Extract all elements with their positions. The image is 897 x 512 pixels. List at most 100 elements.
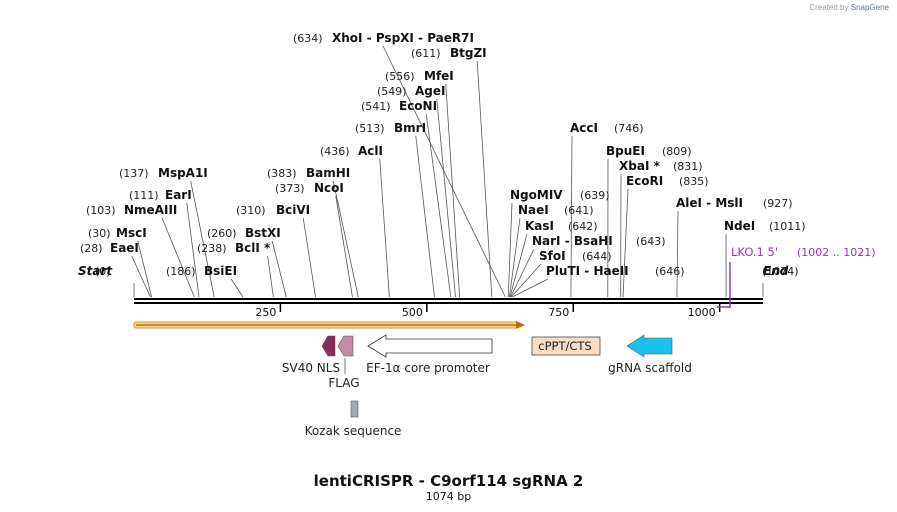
site-position-xbai: (831) — [673, 160, 703, 173]
site-position-bpuei: (809) — [662, 145, 692, 158]
primer-lko1-label: LKO.1 5' — [731, 245, 778, 259]
site-line-acli — [379, 158, 390, 298]
site-leader-lines — [131, 45, 764, 298]
site-position-bstxi: (260) — [207, 227, 237, 240]
site-labels: (0)Start(1074)End(28)EaeI(30)MscI(103)Nm… — [78, 31, 806, 278]
map-title: lentiCRISPR - C9orf114 sgRNA 2 — [313, 472, 584, 490]
site-position-bamhi: (383) — [267, 167, 297, 180]
site-name-xbai[interactable]: XbaI * — [619, 159, 661, 173]
ruler-label-750: 750 — [548, 306, 569, 319]
site-position-msci: (30) — [88, 227, 111, 240]
site-name-xhoi-pspxi-paer7i[interactable]: XhoI - PspXI - PaeR7I — [332, 31, 474, 45]
site-line-ncoi — [335, 195, 353, 298]
site-name-end[interactable]: End — [763, 264, 789, 278]
site-position-bcli: (238) — [197, 242, 227, 255]
site-name-btgzi[interactable]: BtgZI — [450, 46, 487, 60]
site-position-kasi: (642) — [568, 220, 598, 233]
site-line-eari — [186, 202, 200, 298]
site-line-bstxi — [271, 240, 287, 298]
site-name-ecori[interactable]: EcoRI — [626, 174, 663, 188]
site-line-ngomiv — [507, 202, 513, 298]
site-name-bmri[interactable]: BmrI — [394, 121, 426, 135]
site-line-agei — [436, 98, 456, 298]
orf-bar[interactable] — [133, 321, 525, 329]
site-name-bstxi[interactable]: BstXI — [245, 226, 281, 240]
cppt-cts-feature[interactable] — [531, 336, 601, 356]
site-line-bcli — [267, 255, 274, 298]
ruler-label-500: 500 — [402, 306, 423, 319]
site-name-econi[interactable]: EcoNI — [399, 99, 437, 113]
ruler-label-1000: 1000 — [688, 306, 716, 319]
site-position-ecori: (835) — [679, 175, 709, 188]
grna-scaffold-label: gRNA scaffold — [608, 361, 692, 375]
site-position-eari: (111) — [129, 189, 159, 202]
site-name-nari-bsahi[interactable]: NarI - BsaHI — [532, 234, 613, 248]
site-name-bamhi[interactable]: BamHI — [306, 166, 350, 180]
site-name-ncoi[interactable]: NcoI — [314, 181, 344, 195]
site-line-xhoi-pspxi-paer7i — [382, 45, 506, 298]
primer-lko1-range: (1002 .. 1021) — [797, 246, 876, 259]
flag-feature[interactable] — [337, 335, 354, 357]
site-position-start: (0) — [95, 265, 111, 278]
site-name-msci[interactable]: MscI — [116, 226, 147, 240]
site-name-bcli[interactable]: BclI * — [235, 241, 271, 255]
site-position-ngomiv: (639) — [580, 189, 610, 202]
site-position-mspa1i: (137) — [119, 167, 149, 180]
grna-scaffold-feature[interactable] — [626, 334, 673, 358]
site-line-acci — [570, 135, 573, 298]
primer-lko1[interactable]: LKO.1 5' (1002 .. 1021) — [717, 245, 876, 308]
site-position-sfoi: (644) — [582, 250, 612, 263]
site-position-agei: (549) — [377, 85, 407, 98]
site-position-mfei: (556) — [385, 70, 415, 83]
site-line-sfoi — [510, 263, 542, 298]
orf-bar-arrowhead — [516, 321, 525, 329]
site-line-bamhi — [332, 180, 359, 298]
site-name-bpuei[interactable]: BpuEI — [606, 144, 645, 158]
site-position-alei-msli: (927) — [763, 197, 793, 210]
site-name-agei[interactable]: AgeI — [415, 84, 445, 98]
site-name-start[interactable]: Start — [78, 264, 113, 278]
site-name-ngomiv[interactable]: NgoMIV — [510, 188, 563, 202]
site-name-naei[interactable]: NaeI — [518, 203, 549, 217]
site-name-eaei[interactable]: EaeI — [110, 241, 139, 255]
site-name-acci[interactable]: AccI — [570, 121, 598, 135]
sequence-length: 1074 bp — [425, 490, 472, 503]
site-line-nmeaiii — [161, 217, 195, 298]
site-name-bsiei[interactable]: BsiEI — [204, 264, 237, 278]
site-position-bsiei: (186) — [166, 265, 196, 278]
site-position-econi: (541) — [361, 100, 391, 113]
site-name-mspa1i[interactable]: MspA1I — [158, 166, 208, 180]
plasmid-linear-map: (0)Start(1074)End(28)EaeI(30)MscI(103)Nm… — [78, 31, 876, 438]
sv40-nls-feature[interactable] — [321, 335, 336, 357]
site-line-bcivi — [302, 217, 316, 298]
site-line-ecori — [622, 188, 629, 298]
site-position-bcivi: (310) — [236, 204, 266, 217]
site-position-eaei: (28) — [80, 242, 103, 255]
site-name-ndei[interactable]: NdeI — [724, 219, 755, 233]
site-position-btgzi: (611) — [411, 47, 441, 60]
kozak-sequence-feature[interactable] — [350, 400, 359, 418]
kozak-sequence-label: Kozak sequence — [305, 424, 402, 438]
site-name-alei-msli[interactable]: AleI - MslI — [676, 196, 743, 210]
site-position-end: (1074) — [762, 265, 799, 278]
site-position-xhoi-pspxi-paer7i: (634) — [293, 32, 323, 45]
site-name-kasi[interactable]: KasI — [525, 219, 554, 233]
site-name-bcivi[interactable]: BciVI — [276, 203, 310, 217]
site-name-eari[interactable]: EarI — [165, 188, 192, 202]
site-name-sfoi[interactable]: SfoI — [539, 249, 566, 263]
site-name-mfei[interactable]: MfeI — [424, 69, 454, 83]
ef1a-core-promoter-label: EF-1α core promoter — [366, 361, 490, 375]
site-position-naei: (641) — [564, 204, 594, 217]
snapgene-watermark: Created by SnapGene — [809, 3, 889, 12]
site-name-pluti-haeii[interactable]: PluTI - HaeII — [546, 264, 629, 278]
site-position-acli: (436) — [320, 145, 350, 158]
site-line-kasi — [509, 233, 528, 298]
site-line-msci — [137, 240, 152, 298]
site-line-nari-bsahi — [510, 248, 535, 298]
sv40-nls-label: SV40 NLS — [282, 361, 340, 375]
site-name-nmeaiii[interactable]: NmeAIII — [124, 203, 177, 217]
ef1a-core-promoter-feature[interactable] — [367, 334, 493, 358]
site-name-acli[interactable]: AclI — [358, 144, 383, 158]
site-line-bmri — [415, 135, 435, 298]
